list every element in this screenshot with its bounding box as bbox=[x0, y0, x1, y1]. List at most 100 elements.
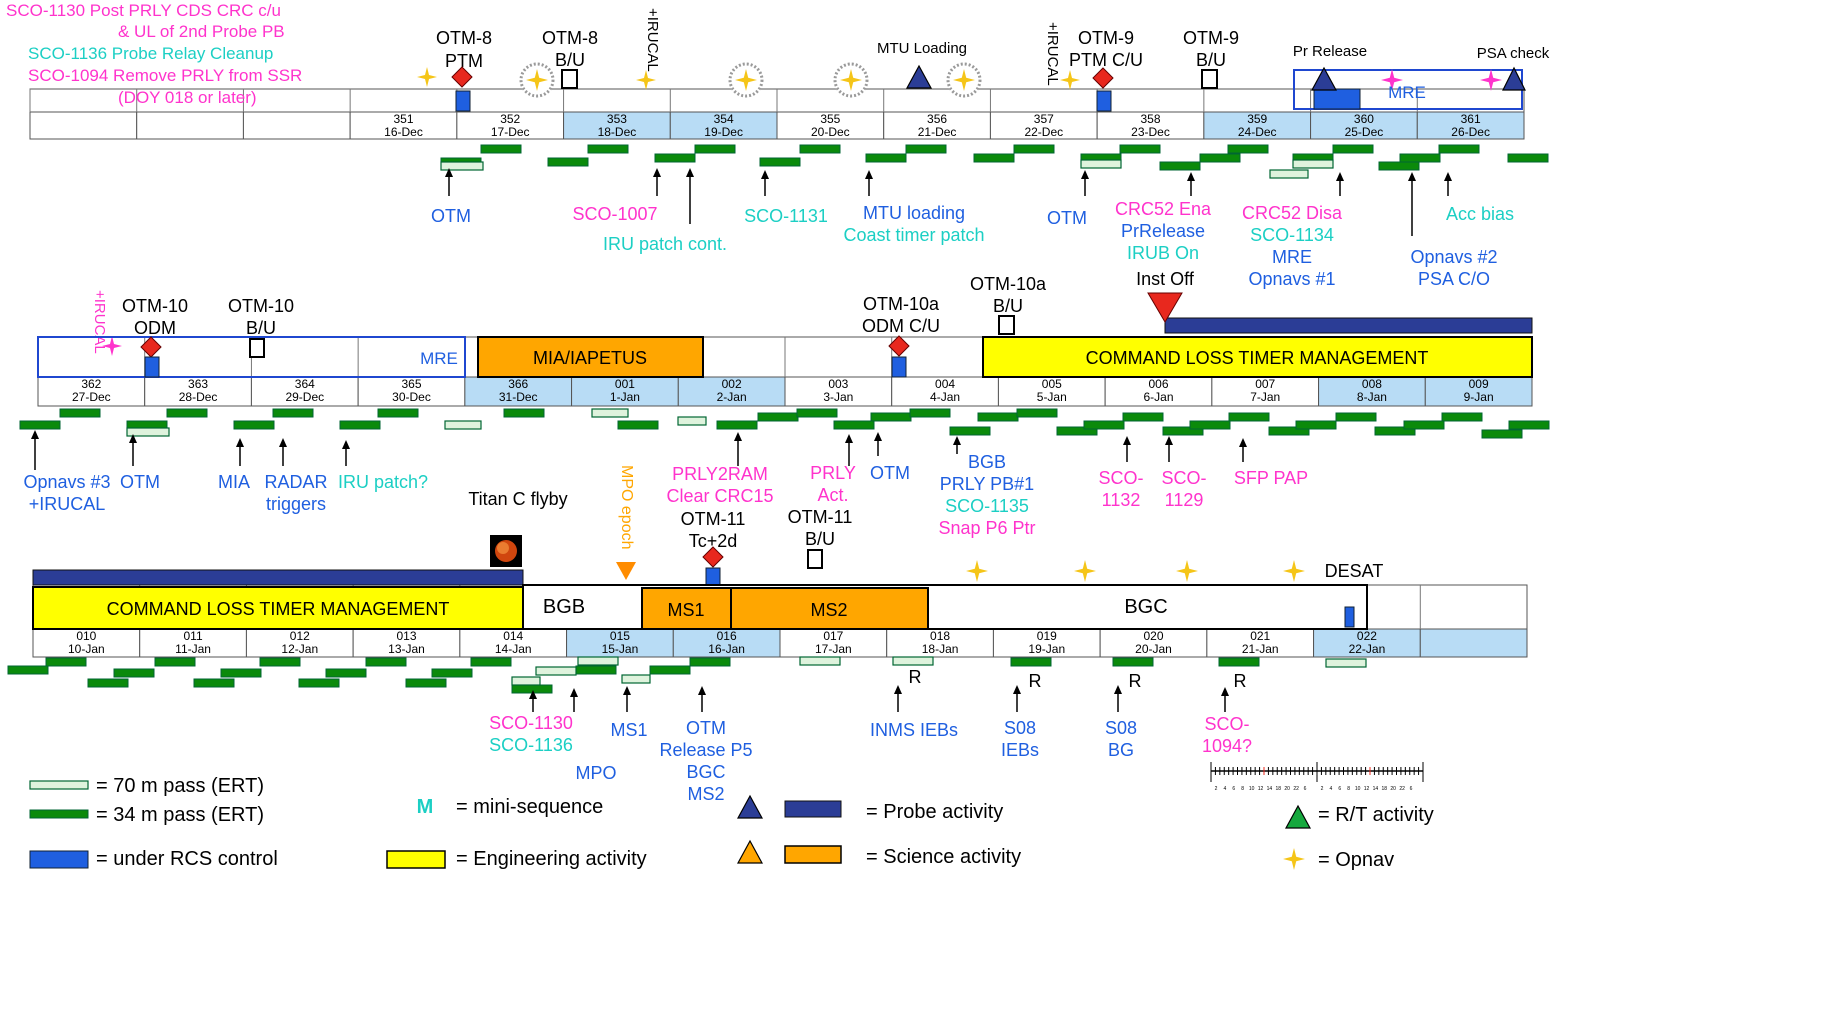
day-cell bbox=[886, 628, 994, 658]
inst-off-label: Inst Off bbox=[1136, 269, 1195, 289]
callout-text: 1132 bbox=[1102, 490, 1141, 510]
day-date: 30-Dec bbox=[392, 390, 431, 404]
header-note: SCO-1130 Post PRLY CDS CRC c/u bbox=[6, 1, 281, 20]
ruler-label: 4 bbox=[1224, 786, 1227, 792]
pass-34m-bar bbox=[503, 408, 545, 418]
otm-8-label: PTM bbox=[445, 51, 483, 71]
pass-34m-bar bbox=[480, 144, 522, 154]
day-doy: 004 bbox=[935, 377, 955, 391]
callout-text: S08 bbox=[1105, 718, 1137, 738]
otm-10-bu-label: OTM-10 bbox=[228, 296, 294, 316]
pass-70m-bar bbox=[799, 656, 841, 666]
pass-34m-bar bbox=[233, 420, 275, 430]
pass-34m-bar bbox=[29, 809, 89, 819]
day-doy: 353 bbox=[607, 112, 627, 126]
otm-11-label: OTM-11 bbox=[681, 509, 746, 529]
day-doy: 358 bbox=[1140, 112, 1160, 126]
callout-text: Snap P6 Ptr bbox=[938, 518, 1035, 538]
pass-34m-bar bbox=[259, 657, 301, 667]
mpo-epoch-arrow-icon bbox=[616, 562, 636, 580]
arrow-head-icon bbox=[236, 438, 244, 447]
pass-34m-bar bbox=[1374, 426, 1416, 436]
header-note: SCO-1136 Probe Relay Cleanup bbox=[28, 44, 273, 63]
pass-34m-bar bbox=[1441, 412, 1483, 422]
callout-text: OTM bbox=[686, 718, 726, 738]
rt-activity-triangle-icon bbox=[1284, 804, 1312, 829]
ruler-label: 6 bbox=[1304, 786, 1307, 792]
rcs-control-block bbox=[1344, 606, 1355, 628]
probe-triangle-icon bbox=[1502, 66, 1526, 91]
callout-text: SCO- bbox=[1205, 714, 1250, 734]
day-doy: 005 bbox=[1042, 377, 1062, 391]
callout-text: SCO-1007 bbox=[572, 204, 657, 224]
callout-text: SCO-1131 bbox=[744, 206, 828, 226]
pass-34m-bar bbox=[1016, 408, 1058, 418]
realtime-marker: R bbox=[909, 667, 922, 687]
otm-8-bu-label: OTM-8 bbox=[542, 28, 598, 48]
day-date: 21-Dec bbox=[918, 125, 957, 139]
day-cell bbox=[352, 628, 461, 658]
pass-70m-bar bbox=[444, 420, 482, 430]
pass-34m-bar bbox=[1378, 161, 1420, 171]
otm-11-label: Tc+2d bbox=[689, 531, 738, 551]
day-doy: 017 bbox=[823, 629, 843, 643]
day-cell bbox=[989, 111, 1098, 140]
callout-text: OTM bbox=[120, 472, 160, 492]
rcs-control-block bbox=[1096, 90, 1112, 112]
ruler-label: 14 bbox=[1373, 786, 1379, 792]
day-date: 14-Jan bbox=[495, 642, 532, 656]
callout-text: Opnavs #3 bbox=[23, 472, 110, 492]
opnav-star-icon bbox=[966, 560, 988, 582]
arrow-head-icon bbox=[894, 685, 902, 694]
pass-34m-bar bbox=[1335, 412, 1377, 422]
day-doy: 351 bbox=[393, 112, 413, 126]
pass-34m-bar bbox=[1199, 153, 1241, 163]
ruler-label: 20 bbox=[1390, 786, 1396, 792]
pass-34m-bar bbox=[1403, 420, 1445, 430]
day-date: 18-Dec bbox=[598, 125, 637, 139]
callout-text: IRUB On bbox=[1127, 243, 1199, 263]
opnav-star-icon bbox=[526, 69, 548, 91]
ruler-label: 8 bbox=[1347, 786, 1350, 792]
science-bar-label: MS1 bbox=[667, 600, 704, 620]
arrow-head-icon bbox=[698, 686, 706, 695]
pass-34m-bar bbox=[547, 157, 589, 167]
arrow-head-icon bbox=[734, 432, 742, 441]
callout-text: MTU loading bbox=[863, 203, 965, 223]
pass-34m-bar bbox=[470, 657, 512, 667]
day-cell bbox=[456, 111, 565, 140]
opnav-star-icon bbox=[636, 70, 656, 90]
pass-34m-bar bbox=[113, 668, 155, 678]
callout-text: Act. bbox=[817, 485, 848, 505]
callout-text: OTM bbox=[1047, 208, 1087, 228]
pass-34m-bar bbox=[833, 420, 875, 430]
arrow-head-icon bbox=[761, 170, 769, 179]
arrow-head-icon bbox=[1187, 172, 1195, 181]
pass-34m-bar bbox=[377, 408, 419, 418]
arrow-head-icon bbox=[1114, 685, 1122, 694]
backup-box-icon bbox=[249, 338, 265, 358]
arrow-head-icon bbox=[31, 430, 39, 439]
pass-70m-bar bbox=[1292, 159, 1334, 169]
day-date: 4-Jan bbox=[930, 390, 960, 404]
day-date: 28-Dec bbox=[179, 390, 218, 404]
ruler-label: 10 bbox=[1249, 786, 1255, 792]
day-cell bbox=[672, 628, 781, 658]
opnav-star-icon bbox=[1060, 70, 1080, 90]
pass-34m-bar bbox=[1119, 144, 1161, 154]
pass-34m-bar bbox=[575, 665, 617, 675]
legend-text: = mini-sequence bbox=[456, 796, 603, 818]
day-doy: 361 bbox=[1461, 112, 1481, 126]
callout-text: SCO-1135 bbox=[945, 496, 1029, 516]
callout-text: BGC bbox=[686, 762, 725, 782]
day-cell bbox=[997, 376, 1106, 407]
legend-text: = Engineering activity bbox=[456, 848, 647, 870]
day-doy: 366 bbox=[508, 377, 528, 391]
arrow-head-icon bbox=[1336, 172, 1344, 181]
otm-9-bu-label: OTM-9 bbox=[1183, 28, 1239, 48]
callout-text: IRU patch cont. bbox=[603, 234, 727, 254]
arrow-head-icon bbox=[1081, 170, 1089, 179]
day-date: 26-Dec bbox=[1451, 125, 1490, 139]
day-date: 10-Jan bbox=[68, 642, 105, 656]
callout-text: BG bbox=[1108, 740, 1134, 760]
